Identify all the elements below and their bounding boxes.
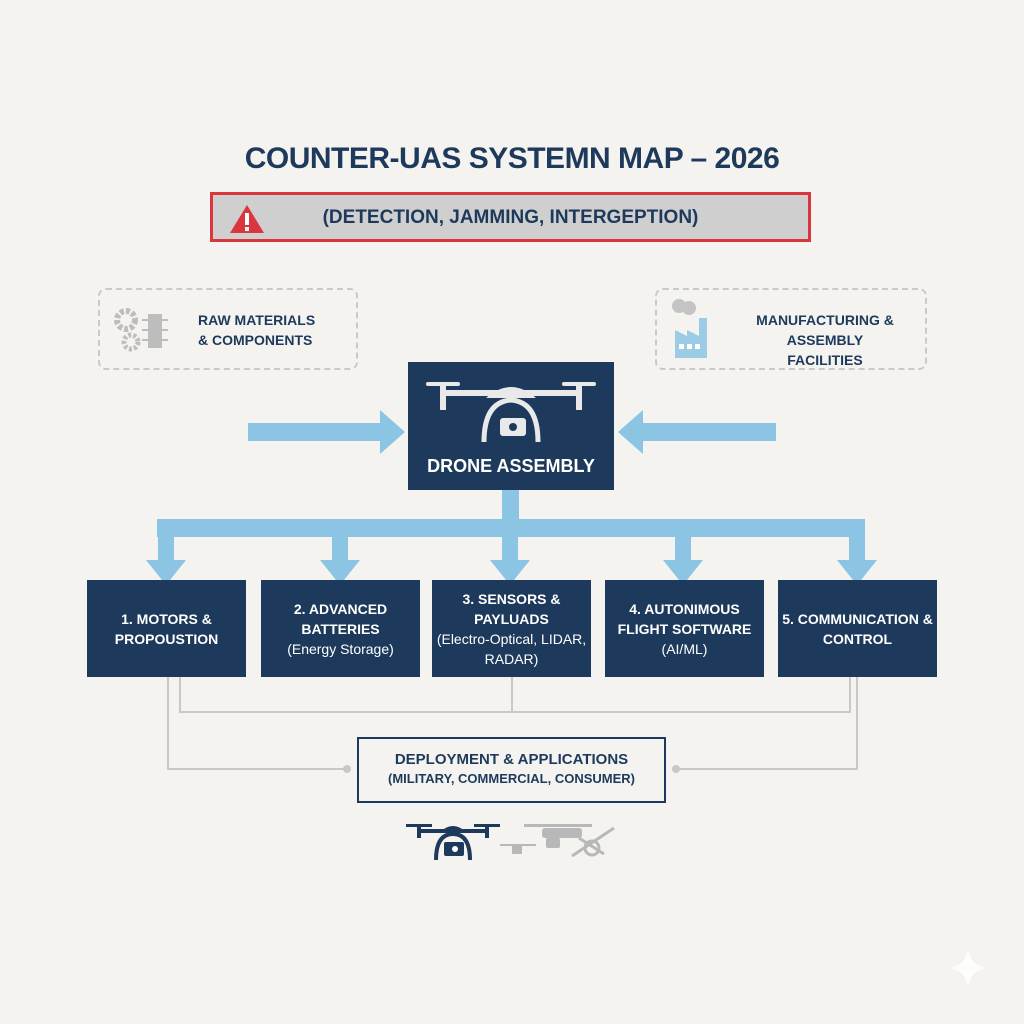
- drone-assembly-box: DRONE ASSEMBLY: [408, 362, 614, 490]
- category-title: 1. MOTORS & PROPOUSTION: [114, 610, 219, 647]
- warning-icon: [230, 205, 264, 233]
- category-sub: (Energy Storage): [287, 640, 394, 657]
- banner-text: (DETECTION, JAMMING, INTERGEPTION): [322, 207, 699, 228]
- manufacturing-line2: FACILITIES: [787, 352, 863, 368]
- arrow-down-1: [146, 530, 186, 585]
- arrow-down-2: [320, 530, 360, 585]
- arrow-down-3: [490, 530, 530, 585]
- deployment-sub: (MILITARY, COMMERCIAL, CONSUMER): [388, 771, 635, 786]
- page-title: COUNTER-UAS SYSTEMN MAP – 2026: [244, 142, 780, 175]
- deployment-title: DEPLOYMENT & APPLICATIONS: [394, 751, 629, 768]
- factory-icon: [672, 299, 707, 358]
- flow-arrows: [146, 410, 877, 585]
- category-title: 3. SENSORS & PAYLUADS: [462, 590, 561, 627]
- category-title: 2. ADVANCED BATTERIES: [293, 600, 388, 637]
- drone-assembly-label: DRONE ASSEMBLY: [427, 456, 595, 476]
- arrow-right-in: [618, 410, 776, 454]
- sparkle-icon: [948, 948, 988, 988]
- manufacturing-line1: MANUFACTURING & ASSEMBLY: [756, 312, 894, 348]
- drone-icon: [406, 824, 500, 861]
- manufacturing-box: MANUFACTURING & ASSEMBLY FACILITIES: [655, 288, 927, 370]
- category-software: 4. AUTONIMOUS FLIGHT SOFTWARE (AI/ML): [605, 580, 764, 677]
- category-communication: 5. COMMUNICATION & CONTROL: [778, 580, 937, 677]
- drone-icons-row: [406, 824, 615, 861]
- alert-banner: (DETECTION, JAMMING, INTERGEPTION): [210, 192, 811, 242]
- category-motors: 1. MOTORS & PROPOUSTION: [87, 580, 246, 677]
- arrow-left-in: [248, 410, 405, 454]
- raw-materials-line2: & COMPONENTS: [198, 332, 313, 348]
- raw-materials-box: RAW MATERIALS & COMPONENTS: [98, 288, 358, 370]
- drone-icon: [426, 382, 596, 443]
- arrow-down-4: [663, 530, 703, 585]
- connector-lines: [167, 677, 858, 770]
- category-sub: (Electro-Optical, LIDAR, RADAR): [436, 630, 587, 667]
- category-batteries: 2. ADVANCED BATTERIES (Energy Storage): [261, 580, 420, 677]
- category-title: 5. COMMUNICATION & CONTROL: [782, 610, 933, 647]
- category-sensors: 3. SENSORS & PAYLUADS(Electro-Optical, L…: [432, 580, 591, 677]
- deployment-box: DEPLOYMENT & APPLICATIONS (MILITARY, COM…: [357, 737, 666, 803]
- drone-icon: [571, 826, 615, 858]
- drone-icon: [500, 824, 592, 854]
- arrow-down-5: [837, 530, 877, 585]
- raw-materials-line1: RAW MATERIALS: [198, 312, 316, 328]
- category-title: 4. AUTONIMOUS FLIGHT SOFTWARE: [617, 600, 752, 637]
- category-sub: (AI/ML): [661, 640, 708, 657]
- gears-chip-icon: [114, 308, 168, 352]
